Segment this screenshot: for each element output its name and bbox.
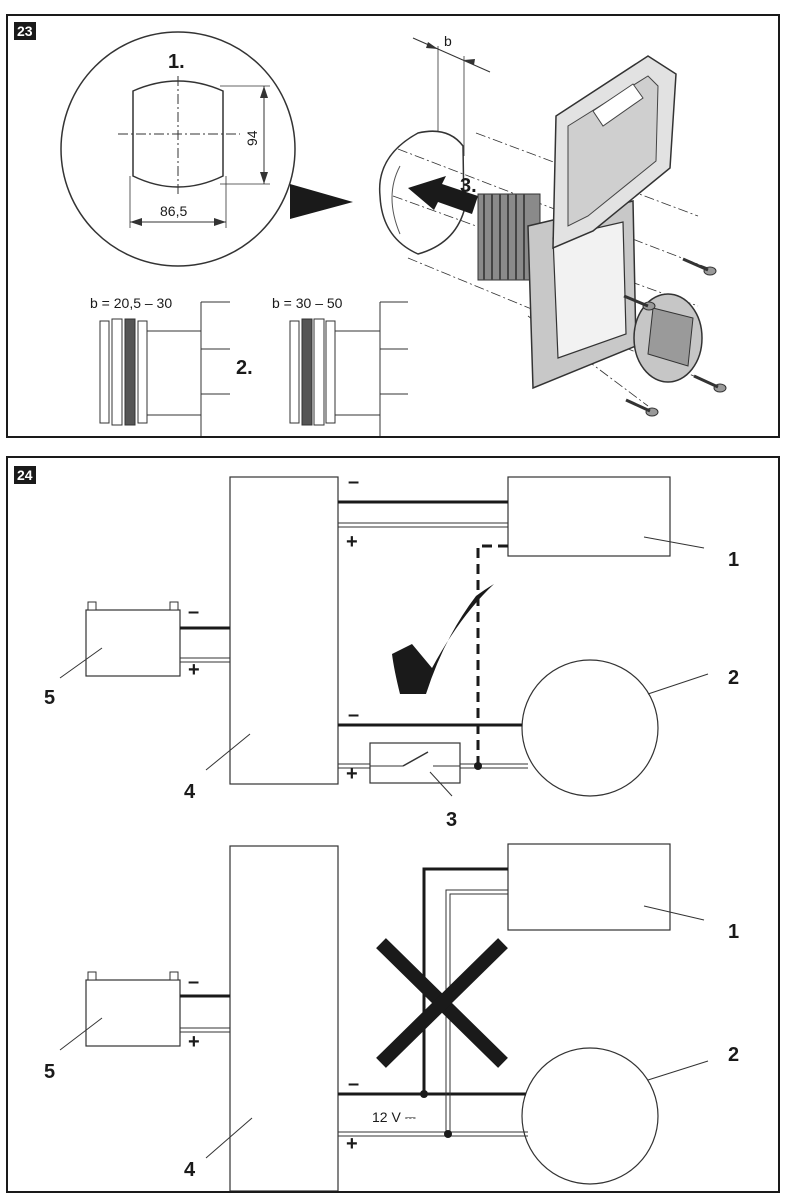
polarity-minus: – [348,1073,359,1095]
polarity-plus: + [188,659,200,681]
component-1-box [507,843,671,931]
step-3-label: 3. [460,175,477,197]
component-5-battery [85,971,181,1047]
label-2: 2 [728,667,739,689]
label-4: 4 [184,1159,196,1181]
step-2-label: 2. [236,357,253,379]
label-2: 2 [728,1044,739,1066]
width-dimension: 86,5 [160,203,187,219]
figure-23-panel: 23 1. 94 86,5 [6,14,780,438]
screw-icon [682,257,717,276]
component-4-box [229,845,339,1191]
cutout-detail: 1. 94 86,5 [60,31,353,267]
thin-wall-variant: b = 20,5 – 30 [90,295,230,436]
screw-icon [625,398,659,417]
cross-icon [376,938,508,1068]
label-1: 1 [728,549,739,571]
component-3-switch [369,742,461,784]
voltage-label: 12 V ⎓ [372,1109,416,1125]
wall-thickness-dimension: b [412,33,491,164]
installation-drawing: 1. 94 86,5 b 3. [60,31,727,436]
wiring-diagram: – + – + – + 1 2 3 4 5 [44,471,739,1191]
screw-icon [623,294,656,311]
polarity-plus: + [346,531,358,553]
component-5-battery [85,601,181,677]
component-2-circle [521,1047,659,1185]
label-3: 3 [446,809,457,831]
thin-wall-range: b = 20,5 – 30 [90,295,172,311]
thick-wall-range: b = 30 – 50 [272,295,343,311]
socket-cap [633,293,703,383]
label-5: 5 [44,687,55,709]
correct-wiring: – + – + – + 1 2 3 4 5 [44,471,739,831]
socket-lid [552,55,677,250]
label-4: 4 [184,781,196,803]
thickness-b-label: b [444,33,452,49]
label-5: 5 [44,1061,55,1083]
component-4-box [229,476,339,785]
polarity-plus: + [346,1133,358,1155]
thick-wall-variant: b = 30 – 50 [272,295,408,436]
wrong-wiring: – + – + 12 V ⎓ 1 2 4 5 [44,843,739,1191]
polarity-minus: – [348,471,359,493]
figure-number-badge: 24 [14,466,36,484]
step-1-label: 1. [168,51,185,73]
polarity-minus: – [348,704,359,726]
component-1-box [507,476,671,557]
component-2-circle [521,659,659,797]
figure-24-panel: 24 [6,456,780,1193]
screw-icon [693,374,727,393]
label-1: 1 [728,921,739,943]
insert-arrow [408,176,478,214]
polarity-minus: – [188,971,199,993]
checkmark-icon [392,584,494,694]
polarity-minus: – [188,601,199,623]
height-dimension: 94 [244,130,260,146]
polarity-plus: + [346,763,358,785]
figure-number-badge: 23 [14,22,36,40]
polarity-plus: + [188,1031,200,1053]
mounting-screws [623,257,727,417]
